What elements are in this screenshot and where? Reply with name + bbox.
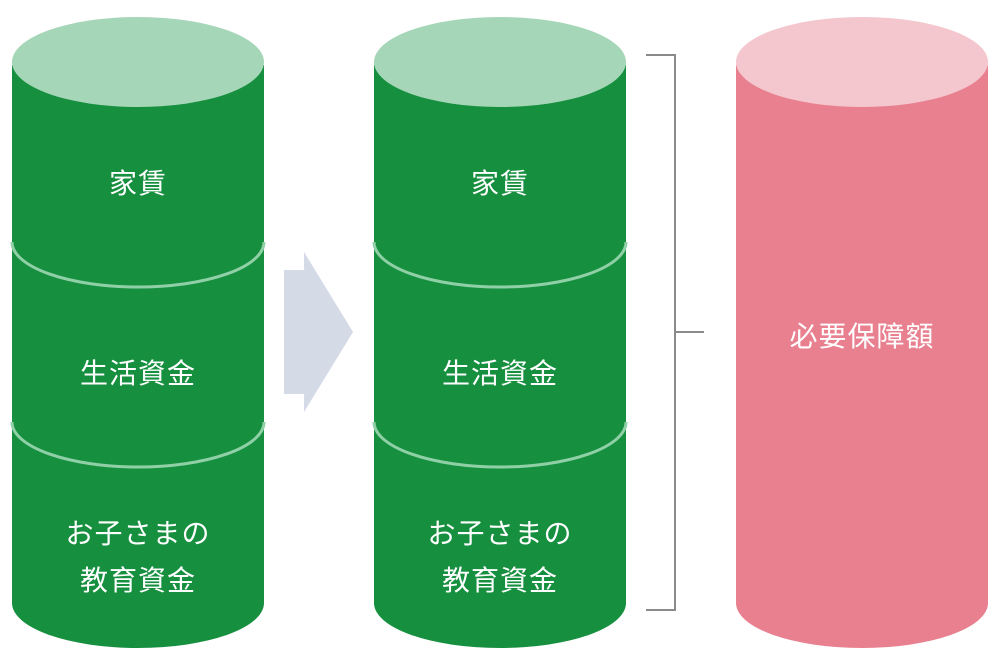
middle-segment-education-label-line1: お子さまの (427, 517, 572, 550)
left-cylinder-divider-1 (10, 241, 266, 289)
middle-segment-living-label: 生活資金 (442, 357, 558, 390)
left-segment-living-label: 生活資金 (80, 357, 196, 390)
middle-segment-rent-label: 家賃 (471, 167, 529, 200)
result-cylinder-top (736, 17, 988, 107)
left-cylinder-top (12, 17, 264, 107)
right-bracket-icon (646, 54, 704, 611)
required-coverage-label: 必要保障額 (789, 320, 934, 353)
middle-cylinder: 家賃 生活資金 お子さまの 教育資金 (372, 17, 628, 648)
result-cylinder-body (736, 65, 988, 648)
left-segment-education-label-line2: 教育資金 (80, 564, 196, 597)
left-cylinder-divider-2 (10, 421, 266, 469)
middle-segment-education-label-line2: 教育資金 (442, 564, 558, 597)
right-chevron-arrow-icon (284, 252, 353, 412)
middle-cylinder-divider-2 (372, 421, 628, 469)
middle-cylinder-top (374, 17, 626, 107)
left-segment-education-label-line1: お子さまの (65, 517, 210, 550)
middle-cylinder-divider-1 (372, 241, 628, 289)
left-segment-rent-label: 家賃 (109, 167, 167, 200)
left-cylinder: 家賃 生活資金 お子さまの 教育資金 (10, 17, 266, 648)
result-cylinder: 必要保障額 (736, 17, 988, 648)
middle-cylinder-body (374, 65, 626, 648)
left-cylinder-body (12, 65, 264, 648)
